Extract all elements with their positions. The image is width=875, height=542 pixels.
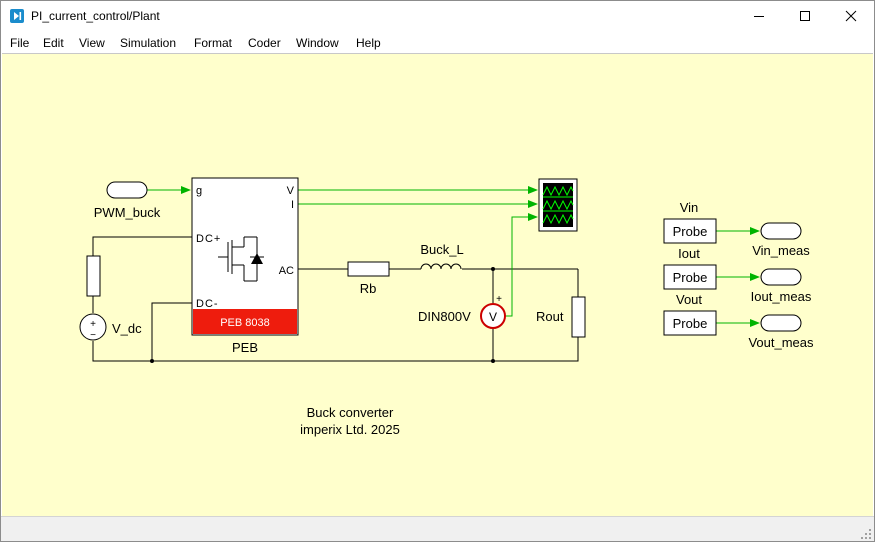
scope-block[interactable] bbox=[538, 178, 578, 232]
peb-port-g: g bbox=[196, 185, 202, 197]
sensor-symbol: V bbox=[489, 310, 497, 324]
menu-format[interactable]: Format bbox=[194, 36, 233, 50]
annotation-line-2: imperix Ltd. 2025 bbox=[300, 422, 400, 437]
probe-iout[interactable]: Iout Probe bbox=[663, 246, 717, 290]
menu-edit[interactable]: Edit bbox=[43, 36, 64, 50]
output-port-vout-meas[interactable]: Vout_meas bbox=[748, 314, 814, 350]
menu-file[interactable]: File bbox=[10, 36, 30, 50]
vdc-minus-sign: − bbox=[90, 330, 96, 341]
probe-iout-label: Probe bbox=[673, 270, 708, 285]
rout-label: Rout bbox=[536, 309, 564, 324]
peb-name-label: PEB bbox=[232, 340, 258, 355]
buck-inductor[interactable]: Buck_L bbox=[420, 242, 464, 270]
menu-coder[interactable]: Coder bbox=[248, 36, 281, 50]
output-iout-meas-label: Iout_meas bbox=[751, 289, 812, 304]
annotation-line-1: Buck converter bbox=[307, 405, 394, 420]
rb-label: Rb bbox=[360, 281, 377, 296]
pwm-input-port[interactable]: PWM_buck bbox=[94, 181, 161, 220]
pwm-port-label: PWM_buck bbox=[94, 205, 161, 220]
output-port-iout-meas[interactable]: Iout_meas bbox=[751, 268, 812, 304]
peb-port-v: V bbox=[287, 185, 295, 197]
menu-help[interactable]: Help bbox=[356, 36, 381, 50]
probe-vout-signal: Vout bbox=[676, 292, 702, 307]
voltage-sensor[interactable]: V + DIN800V bbox=[418, 294, 506, 329]
schematic-diagram: PWM_buck PEB 8038 PEB g V I DC+ DC- AC bbox=[79, 177, 814, 437]
minimize-icon bbox=[754, 16, 764, 17]
title-bar[interactable]: PI_current_control/Plant bbox=[1, 1, 874, 31]
wire-junctions bbox=[150, 267, 495, 363]
close-button[interactable] bbox=[828, 1, 874, 31]
scope-waveform-icon bbox=[542, 185, 574, 225]
peb-port-dcm: DC- bbox=[196, 298, 219, 310]
menu-window[interactable]: Window bbox=[296, 36, 339, 50]
menu-bar: File Edit View Simulation Format Coder W… bbox=[1, 31, 874, 53]
window-title: PI_current_control/Plant bbox=[31, 9, 160, 23]
resize-grip-icon[interactable] bbox=[860, 528, 872, 540]
peb-port-dcp: DC+ bbox=[196, 233, 221, 245]
inductor-label: Buck_L bbox=[420, 242, 463, 257]
status-bar bbox=[1, 516, 874, 541]
rout-resistor[interactable]: Rout bbox=[536, 296, 586, 338]
plecs-app-icon bbox=[10, 9, 24, 23]
peb-port-i: I bbox=[291, 199, 294, 211]
peb-model-badge bbox=[193, 309, 297, 334]
menu-view[interactable]: View bbox=[79, 36, 105, 50]
menu-simulation[interactable]: Simulation bbox=[120, 36, 177, 50]
close-icon bbox=[845, 10, 857, 22]
signal-wiring bbox=[147, 186, 760, 327]
rb-resistor[interactable]: Rb bbox=[347, 261, 390, 296]
schematic-canvas[interactable]: PWM_buck PEB 8038 PEB g V I DC+ DC- AC bbox=[2, 53, 873, 516]
minimize-button[interactable] bbox=[736, 1, 782, 31]
mosfet-icon bbox=[218, 236, 264, 282]
maximize-button[interactable] bbox=[782, 1, 828, 31]
diode-icon bbox=[251, 253, 263, 264]
sensor-label: DIN800V bbox=[418, 309, 471, 324]
maximize-icon bbox=[800, 11, 810, 21]
peb-port-ac: AC bbox=[279, 265, 294, 277]
vdc-label: V_dc bbox=[112, 321, 142, 336]
annotation-text[interactable]: Buck converter imperix Ltd. 2025 bbox=[300, 405, 400, 437]
sensor-plus-sign: + bbox=[496, 294, 502, 305]
output-vout-meas-label: Vout_meas bbox=[748, 335, 814, 350]
vdc-plus-sign: + bbox=[90, 319, 96, 330]
output-vin-meas-label: Vin_meas bbox=[752, 243, 810, 258]
output-port-vin-meas[interactable]: Vin_meas bbox=[752, 222, 810, 258]
power-wiring bbox=[92, 236, 579, 362]
peb-model-label: PEB 8038 bbox=[220, 317, 270, 329]
probe-vout-label: Probe bbox=[673, 316, 708, 331]
probe-vin-signal: Vin bbox=[680, 200, 699, 215]
probe-vin[interactable]: Vin Probe bbox=[663, 200, 717, 244]
probe-vout[interactable]: Vout Probe bbox=[663, 292, 717, 336]
vdc-source[interactable]: + − V_dc bbox=[79, 255, 142, 341]
peb-block[interactable]: PEB 8038 PEB g V I DC+ DC- AC bbox=[191, 177, 299, 355]
probe-iout-signal: Iout bbox=[678, 246, 700, 261]
probe-vin-label: Probe bbox=[673, 224, 708, 239]
